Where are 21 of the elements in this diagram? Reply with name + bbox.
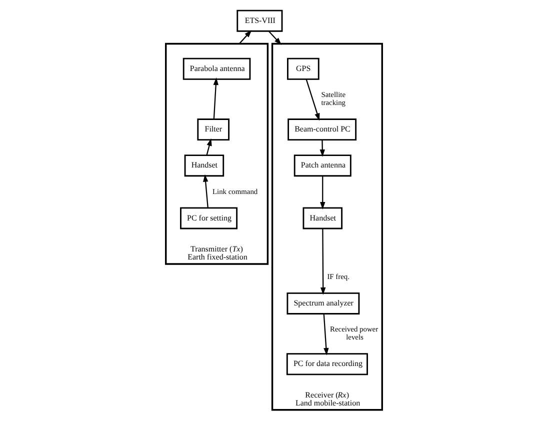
node-box: PC for data recording [286,353,368,376]
arrow [213,78,218,120]
arrow [238,30,252,44]
node-box: ETS-VIII [236,10,283,32]
node-box: Handset [184,154,224,177]
node-box: Beam-control PC [288,118,357,141]
node-box: Filter [197,118,230,141]
node-box: PC for setting [180,207,238,230]
node-box: GPS [287,58,320,80]
node-box: Handset [302,207,343,230]
arrow [306,79,320,121]
node-box: Patch antenna [294,154,352,177]
arrow [202,174,208,208]
arrow [323,314,329,356]
arrow [206,138,212,156]
arrow [268,30,282,45]
node-box: Spectrum analyzer [286,292,360,314]
node-box: Parabola antenna [182,58,251,80]
arrow [320,228,326,295]
arrow [320,140,325,157]
arrow [320,176,326,210]
